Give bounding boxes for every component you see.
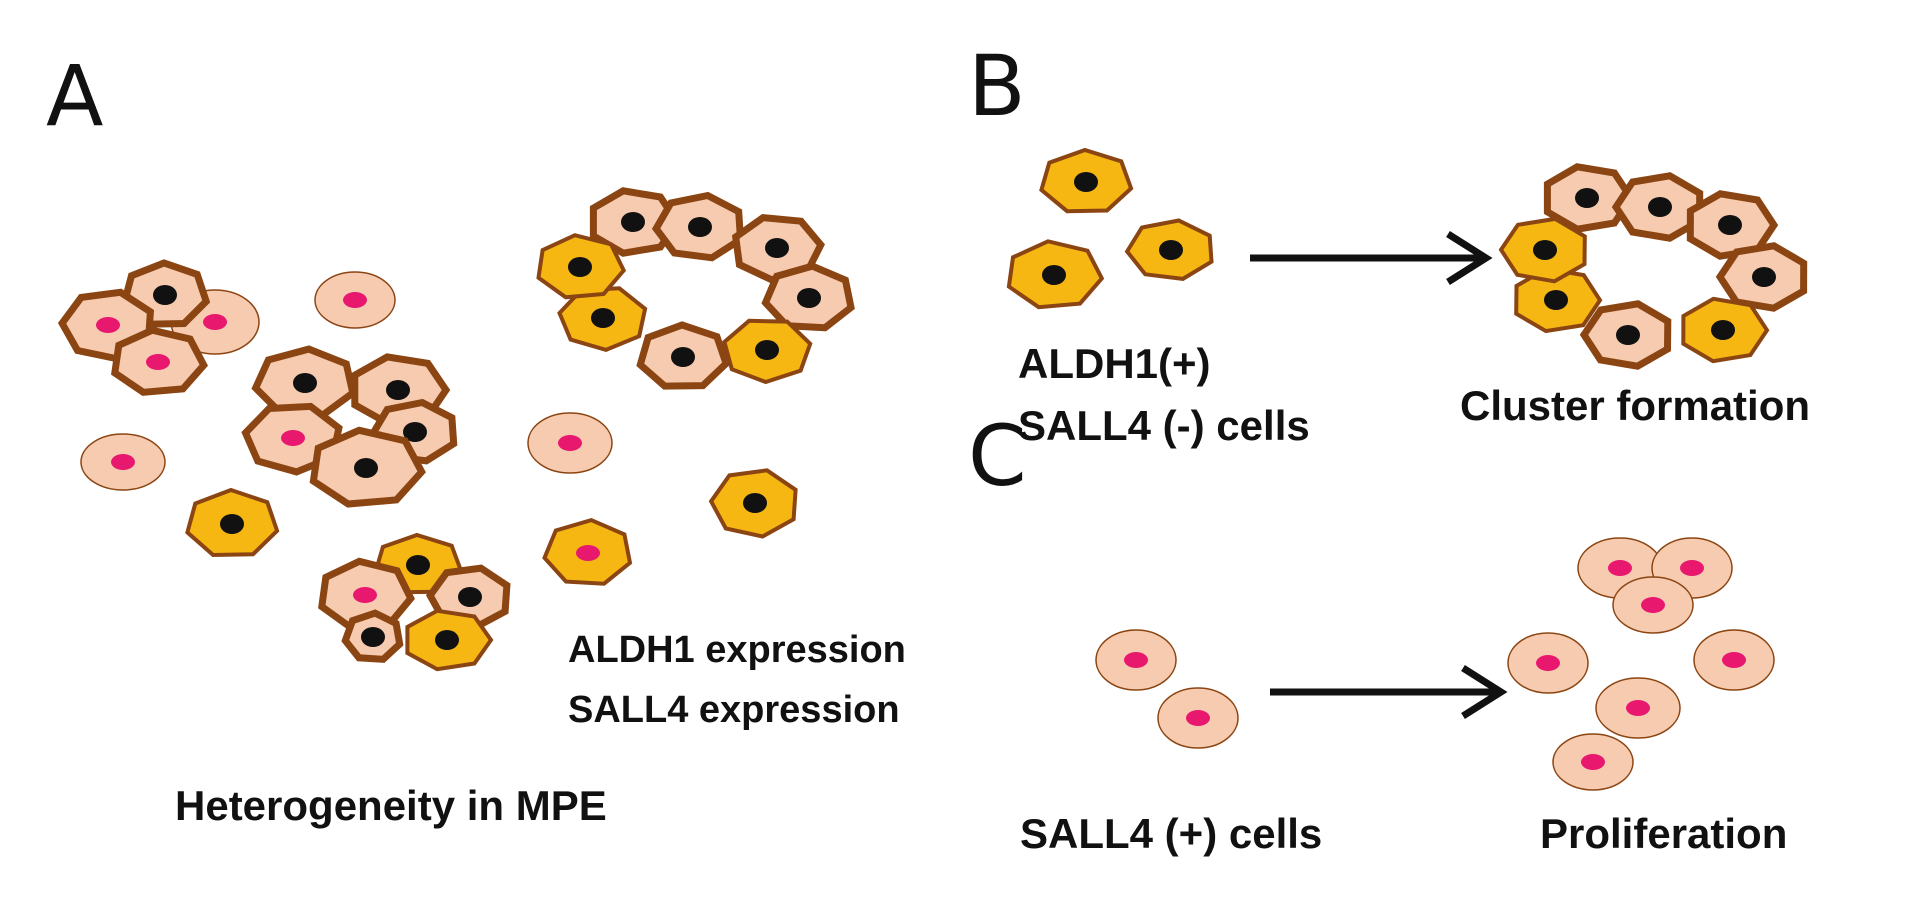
cell [651, 191, 745, 262]
panel-c-right-label: Proliferation [1540, 810, 1787, 857]
cell [1715, 242, 1808, 312]
cell [405, 608, 494, 672]
cell [722, 318, 813, 385]
cell [527, 412, 613, 474]
cell [1095, 629, 1177, 691]
panel-a-cells [57, 187, 855, 672]
cell [1514, 266, 1603, 334]
cell [1507, 632, 1589, 694]
cell [1543, 163, 1636, 233]
cell [111, 326, 209, 396]
cell [1681, 296, 1770, 364]
cell [314, 271, 396, 329]
panel-b-left-label-line2: SALL4 (-) cells [1018, 402, 1310, 449]
cell [542, 517, 633, 586]
panel-b-letter: B [968, 37, 1026, 135]
cell [589, 187, 682, 257]
cell [708, 468, 798, 539]
panel-a-letter: A [46, 47, 103, 145]
panel-a-caption: Heterogeneity in MPE [175, 782, 607, 829]
cell [536, 233, 627, 300]
cell [309, 426, 426, 508]
panel-b-right-label: Cluster formation [1460, 382, 1810, 429]
cell [731, 213, 825, 284]
cell [1612, 576, 1694, 634]
panel-b-cells [1006, 147, 1808, 370]
cell [80, 433, 166, 491]
legend-sall4-label: SALL4 expression [568, 689, 900, 731]
legend-aldh1-label: ALDH1 expression [568, 629, 906, 671]
cell [318, 557, 415, 631]
cell [761, 262, 855, 332]
cell [1552, 733, 1634, 791]
cell [1579, 300, 1672, 370]
cell [1686, 190, 1779, 260]
cell [341, 609, 404, 663]
cell [1124, 218, 1214, 281]
panel-c-letter: C [968, 407, 1027, 505]
cell [1693, 629, 1775, 691]
cell [1611, 172, 1704, 242]
cell [1006, 239, 1105, 310]
panel-c-arrow [1270, 665, 1508, 719]
cell [636, 321, 731, 390]
panel-c-cells [1095, 537, 1775, 791]
cell [185, 487, 280, 558]
cell [1157, 687, 1239, 749]
panel-b-arrow [1250, 231, 1493, 285]
cell [1498, 216, 1587, 284]
cell [1039, 147, 1134, 214]
cell [1595, 677, 1681, 739]
panel-b-left-label-line1: ALDH1(+) [1018, 340, 1211, 387]
panel-c-left-label: SALL4 (+) cells [1020, 810, 1322, 857]
cell [557, 286, 648, 353]
